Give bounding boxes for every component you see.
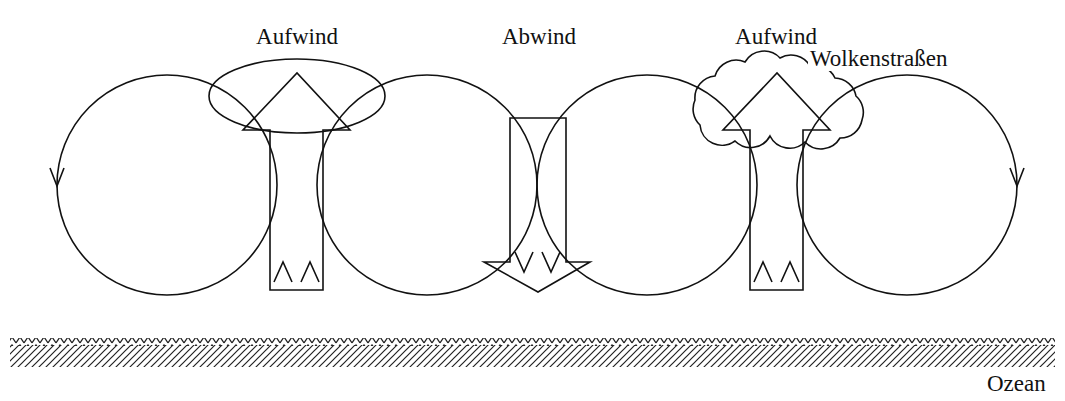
cloud (209, 59, 385, 133)
ocean-hatch (10, 345, 1055, 367)
updraft-label: Aufwind (733, 24, 819, 49)
rotation-arrow (515, 252, 533, 272)
rotation-arrow (274, 262, 292, 282)
ocean-label: Ozean (985, 371, 1048, 396)
ocean-surface (10, 338, 1055, 346)
rotation-arrow (542, 252, 560, 272)
rotation-arrow (1010, 168, 1024, 186)
convection-cell (57, 75, 277, 295)
rotation-arrow (301, 262, 319, 282)
rotation-arrow (781, 262, 799, 282)
downdraft-arrow (484, 118, 590, 292)
rotation-arrow (754, 262, 772, 282)
updraft-label: Aufwind (254, 24, 340, 49)
downdraft-label: Abwind (500, 24, 578, 49)
rotation-arrow (50, 168, 64, 186)
cloud-street-label: Wolkenstraßen (808, 46, 949, 71)
updraft-arrow (723, 73, 830, 290)
convection-cell (797, 75, 1017, 295)
updraft-arrow (243, 73, 350, 290)
